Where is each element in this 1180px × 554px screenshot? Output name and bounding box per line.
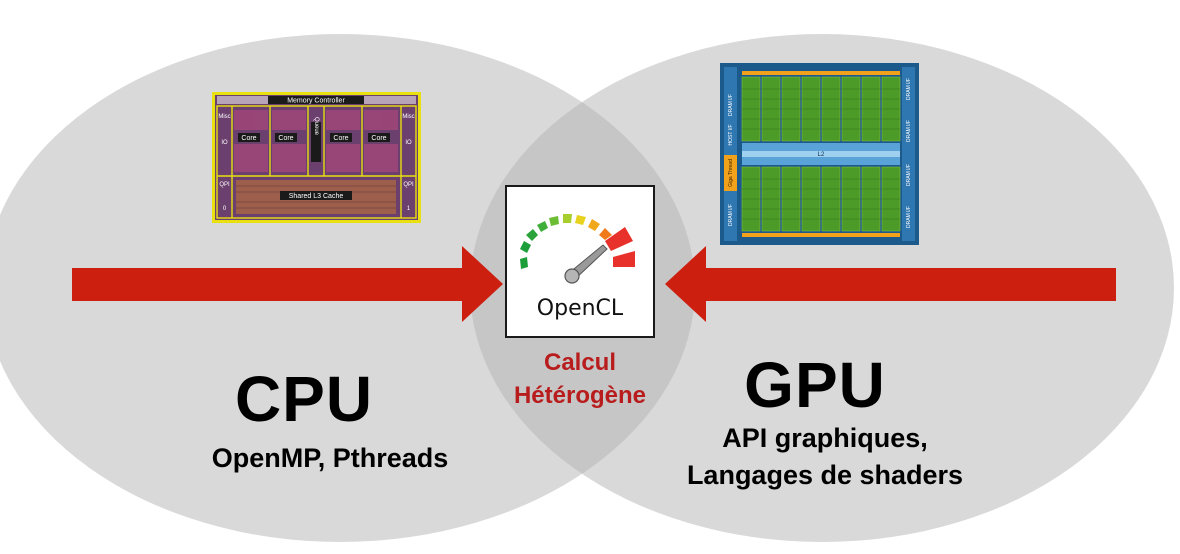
gpu-subtitle: API graphiques, Langages de shaders bbox=[670, 420, 980, 494]
cpu-core-label: Core bbox=[371, 135, 386, 142]
gpu-die-image: L2 DRAM I/F HOST I/F Giga Thread DRAM I/… bbox=[720, 63, 919, 245]
cpu-side-label: 0 bbox=[223, 206, 227, 212]
gpu-title: GPU bbox=[744, 349, 886, 421]
cpu-side-label: IO bbox=[405, 140, 412, 146]
gpu-subtitle-line: API graphiques, bbox=[722, 423, 928, 453]
gpu-subtitle-line: Langages de shaders bbox=[686, 460, 964, 490]
gpu-side-label: DRAM I/F bbox=[906, 164, 912, 186]
cpu-core-label: Core bbox=[241, 135, 256, 142]
gpu-side-label: DRAM I/F bbox=[728, 204, 734, 226]
center-label: Calcul Hétérogène bbox=[470, 346, 690, 412]
cpu-die-header: Memory Controller bbox=[287, 98, 345, 105]
cpu-die-image: Memory Controller Core Core Core Core Qu… bbox=[212, 92, 421, 223]
center-label-line: Calcul bbox=[543, 349, 617, 376]
gpu-l2-label: L2 bbox=[818, 152, 825, 158]
cpu-title: CPU bbox=[234, 363, 374, 435]
speedometer-icon bbox=[520, 214, 635, 284]
gpu-side-label: Giga Thread bbox=[728, 159, 734, 187]
cpu-core-label: Core bbox=[333, 135, 348, 142]
gpu-arrow bbox=[665, 246, 1116, 322]
cpu-side-label: QPI bbox=[403, 182, 414, 188]
gpu-side-label: DRAM I/F bbox=[728, 94, 734, 116]
gpu-side-label: DRAM I/F bbox=[906, 78, 912, 100]
opencl-logo-text: OpenCL bbox=[536, 296, 624, 321]
gpu-side-label: HOST I/F bbox=[728, 124, 734, 145]
cpu-side-label: Misc bbox=[218, 114, 230, 120]
cpu-arrow bbox=[72, 246, 503, 322]
gpu-side-label: DRAM I/F bbox=[906, 120, 912, 142]
opencl-logo: OpenCL bbox=[505, 185, 655, 338]
overlap-region bbox=[470, 34, 695, 542]
cpu-side-label: Misc bbox=[402, 114, 414, 120]
cpu-core-label: Core bbox=[278, 135, 293, 142]
gpu-side-label: DRAM I/F bbox=[906, 206, 912, 228]
cpu-side-label: IO bbox=[221, 140, 228, 146]
cpu-side-label: 1 bbox=[407, 206, 411, 212]
cpu-subtitle: OpenMP, Pthreads bbox=[211, 443, 449, 473]
cpu-side-label: QPI bbox=[219, 182, 230, 188]
cpu-cache-label: Shared L3 Cache bbox=[289, 193, 344, 200]
cpu-queue-label: Queue bbox=[313, 117, 319, 136]
center-label-line: Hétérogène bbox=[513, 382, 647, 409]
